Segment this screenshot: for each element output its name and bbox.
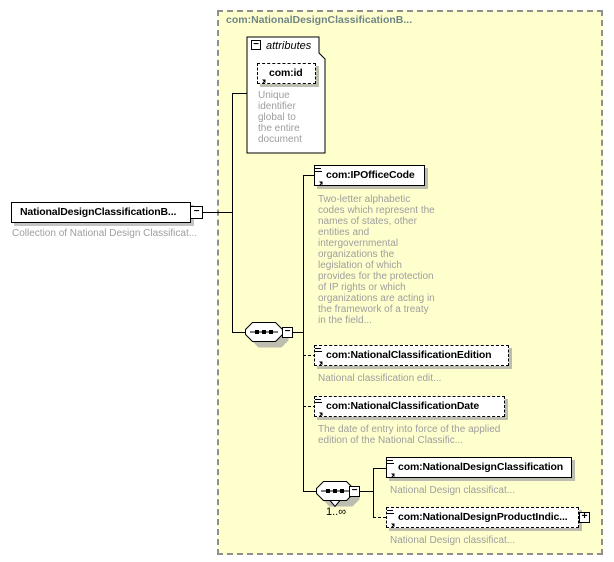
- complextype-title: com:NationalDesignClassificationB...: [226, 14, 413, 26]
- element-national-classification-edition[interactable]: com:NationalClassificationEdition: [314, 345, 509, 366]
- element-national-design-classification[interactable]: com:NationalDesignClassification: [386, 457, 572, 478]
- annotation-lines-icon: [315, 397, 323, 403]
- element-national-classification-date[interactable]: com:NationalClassificationDate: [314, 396, 505, 417]
- annotation-lines-icon: [387, 508, 395, 514]
- element-label: com:NationalDesignProductIndic...: [398, 511, 568, 523]
- annotation-lines-icon: [315, 166, 323, 172]
- reference-arrow-icon: [316, 356, 325, 365]
- element-national-design-classification-bag[interactable]: NationalDesignClassificationB...: [11, 202, 191, 223]
- attribute-annotation: Unique identifier global to the entire d…: [258, 90, 302, 145]
- element-annotation: The date of entry into force of the appl…: [318, 424, 501, 446]
- sequence1-collapse-toggle[interactable]: −: [282, 327, 293, 338]
- attribute-com-id[interactable]: com:id: [257, 63, 316, 84]
- sequence-compositor-icon[interactable]: [245, 322, 291, 350]
- element-label: com:IPOfficeCode: [326, 169, 415, 181]
- element-label: NationalDesignClassificationB...: [20, 206, 177, 218]
- attribute-label: com:id: [269, 67, 303, 79]
- sequence2-collapse-toggle[interactable]: −: [349, 486, 360, 497]
- element-label: com:NationalDesignClassification: [398, 461, 563, 473]
- element-label: com:NationalClassificationDate: [326, 400, 480, 412]
- element-annotation: National classification edit...: [318, 373, 442, 384]
- product-indication-expand-toggle[interactable]: +: [579, 512, 590, 523]
- element-annotation: National Design classificat...: [390, 535, 516, 546]
- annotation-lines-icon: [315, 346, 323, 352]
- reference-arrow-icon: [316, 407, 325, 416]
- attributes-group-label: attributes: [266, 40, 312, 52]
- root-annotation: Collection of National Design Classifica…: [12, 228, 198, 239]
- element-ip-office-code[interactable]: com:IPOfficeCode: [314, 165, 425, 186]
- element-annotation: National Design classificat...: [390, 485, 516, 496]
- root-collapse-toggle[interactable]: −: [190, 206, 203, 219]
- element-annotation: Two-letter alphabetic codes which repres…: [318, 194, 435, 326]
- annotation-lines-icon: [387, 458, 395, 464]
- reference-arrow-icon: [316, 176, 325, 185]
- reference-arrow-icon: [388, 518, 397, 527]
- reference-arrow-icon: [259, 74, 268, 83]
- attributes-collapse-toggle[interactable]: −: [251, 40, 261, 50]
- element-label: com:NationalClassificationEdition: [326, 349, 492, 361]
- reference-arrow-icon: [388, 468, 397, 477]
- occurrence-label: 1..∞: [326, 506, 347, 518]
- element-national-design-product-indication[interactable]: com:NationalDesignProductIndic...: [386, 507, 579, 528]
